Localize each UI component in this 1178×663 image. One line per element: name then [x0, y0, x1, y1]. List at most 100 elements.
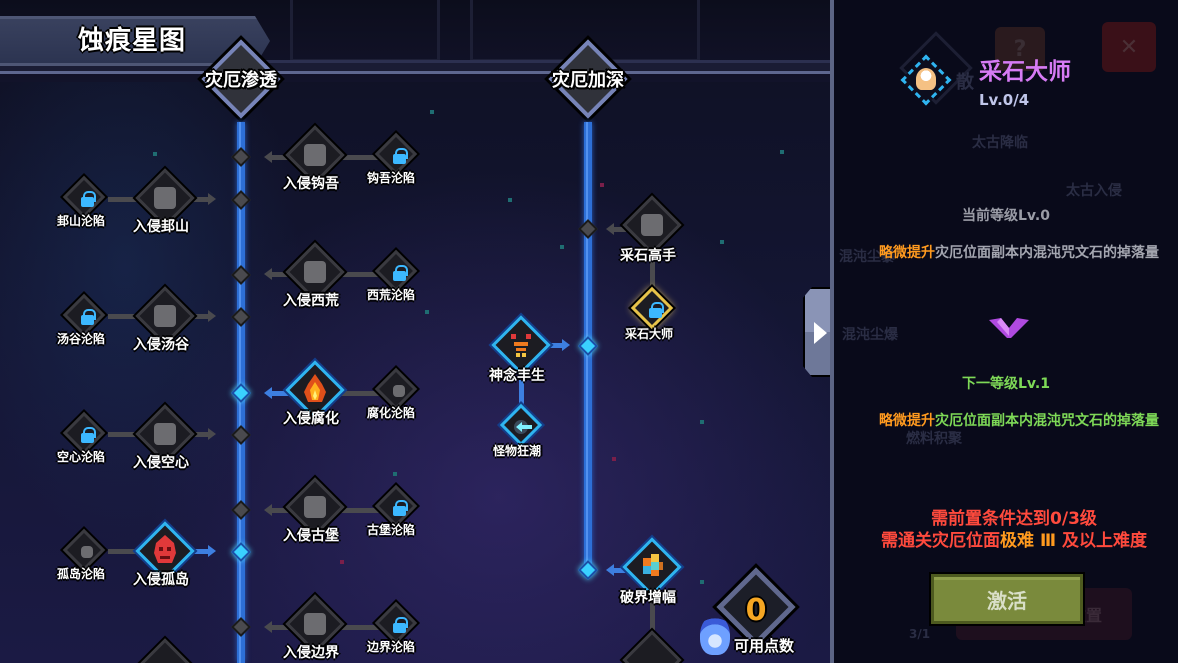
- difficulty-highlight: 极难 Ⅲ: [1000, 531, 1057, 551]
- connector-vertical: [650, 262, 655, 292]
- skill-node-invade-xihuang[interactable]: 入侵西荒: [283, 242, 345, 317]
- connector: [190, 197, 208, 202]
- next-effect: 略微提升灾厄位面副本内混沌咒文石的掉落量: [864, 412, 1174, 431]
- trap-node-guishan[interactable]: 邽山沦陷: [57, 175, 121, 234]
- node-label: 入侵孤岛: [133, 572, 189, 588]
- branch-label: 灾厄加深: [552, 70, 624, 91]
- node-label: 采石大师: [625, 327, 674, 341]
- skill-icon-gray: [154, 305, 176, 327]
- node-label: 入侵空心: [133, 455, 189, 471]
- node-label: 邽山沦陷: [57, 214, 106, 228]
- node-label: 神念丰生: [489, 368, 545, 384]
- effect-highlight: 略微提升: [879, 245, 935, 261]
- skill-level: Lv.0/4: [979, 91, 1030, 109]
- lock-icon: [645, 300, 665, 320]
- node-label: 入侵边界: [283, 645, 339, 661]
- skill-node-invade-guishan[interactable]: 入侵邽山: [133, 168, 195, 243]
- flame-icon: [302, 374, 328, 404]
- trap-node-hollow[interactable]: 空心沦陷: [57, 411, 121, 470]
- activate-button[interactable]: 激活: [931, 574, 1083, 624]
- trap-node-tanggu[interactable]: 汤谷沦陷: [57, 293, 121, 352]
- skill-icon-gray: [304, 144, 326, 166]
- ghost-label: 混沌尘爆: [842, 327, 898, 343]
- skill-node-quarry-expert[interactable]: 采石高手: [620, 195, 682, 270]
- tree-joint-active: [231, 542, 251, 562]
- node-frame: [135, 638, 195, 663]
- skill-node-invade-hollow[interactable]: 入侵空心: [133, 404, 195, 479]
- skill-icon-gray: [304, 261, 326, 283]
- effect-highlight: 略微提升: [879, 413, 935, 429]
- skill-icon-gray: [304, 496, 326, 518]
- node-label: 入侵腐化: [283, 411, 339, 427]
- requirement-text: 需通关灾厄位面: [881, 531, 1001, 551]
- node-label: 西荒沦陷: [367, 288, 416, 302]
- skill-node-monster-tide[interactable]: 怪物狂潮: [491, 403, 551, 462]
- ghost-label: 太古降临: [972, 135, 1028, 151]
- trap-node-island[interactable]: 孤岛沦陷: [57, 528, 121, 587]
- arrow-left-icon: [606, 223, 614, 235]
- lock-icon: [389, 498, 409, 518]
- effect-text: 灾厄位面副本内混沌咒文石的掉落量: [935, 245, 1159, 261]
- branch-header-deepening[interactable]: 灾厄加深: [543, 34, 633, 124]
- node-label: 怪物狂潮: [493, 444, 542, 458]
- current-level-label: 当前等级Lv.0: [962, 208, 1050, 224]
- help-button[interactable]: ?: [995, 27, 1045, 71]
- requirement-difficulty: 需通关灾厄位面极难 Ⅲ 及以上难度: [854, 530, 1174, 552]
- tree-joint: [231, 147, 251, 167]
- skill-icon-gray: [641, 214, 663, 236]
- trap-node-castle[interactable]: 古堡沦陷: [367, 484, 433, 543]
- node-label: 入侵汤谷: [133, 337, 189, 353]
- skill-node-invade-island[interactable]: 入侵孤岛: [133, 521, 195, 596]
- skill-icon-gray: [154, 423, 176, 445]
- skill-node-hidden[interactable]: [135, 638, 195, 663]
- skill-node-invade-castle[interactable]: 入侵古堡: [283, 477, 345, 552]
- collapse-panel-handle[interactable]: [803, 287, 833, 377]
- node-frame: [622, 630, 682, 663]
- skill-node-invade-corruption[interactable]: 入侵腐化: [283, 360, 345, 435]
- trap-node-corruption[interactable]: 腐化沦陷: [367, 367, 433, 426]
- close-button[interactable]: ✕: [1102, 22, 1156, 72]
- node-label: 采石高手: [620, 248, 676, 264]
- requirements: 需前置条件达到0/3级 需通关灾厄位面极难 Ⅲ 及以上难度: [854, 508, 1174, 552]
- skill-node-invade-gouwu[interactable]: 入侵钩吾: [283, 125, 345, 200]
- chevron-right-icon: [814, 322, 827, 344]
- node-label: 汤谷沦陷: [57, 332, 106, 346]
- red-skull-icon: [152, 535, 178, 565]
- node-label: 古堡沦陷: [367, 523, 416, 537]
- connector: [614, 227, 626, 232]
- selected-skill-icon: [900, 54, 952, 106]
- node-label: 钩吾沦陷: [367, 171, 416, 185]
- skill-node-quarry-master[interactable]: 采石大师: [622, 286, 682, 345]
- skill-icon-gray: [79, 544, 95, 560]
- connector: [190, 432, 208, 437]
- ghost-label: 太古入侵: [1066, 183, 1122, 199]
- skill-node-boundary-amplify[interactable]: 破界增幅: [620, 537, 682, 612]
- trap-node-xihuang[interactable]: 西荒沦陷: [367, 249, 433, 308]
- connector: [340, 155, 380, 160]
- node-label: 破界增幅: [620, 590, 676, 606]
- skill-node-invade-border[interactable]: 入侵边界: [283, 594, 345, 663]
- trap-node-gouwu[interactable]: 钩吾沦陷: [367, 132, 433, 191]
- branch-header-infiltration[interactable]: 灾厄渗透: [196, 34, 286, 124]
- trap-node-border[interactable]: 边界沦陷: [367, 601, 433, 660]
- connector: [272, 508, 292, 513]
- connector: [272, 155, 292, 160]
- connector-active: [190, 549, 208, 554]
- skill-node-hidden[interactable]: [622, 630, 682, 663]
- connector: [108, 549, 138, 554]
- skill-node-invade-tanggu[interactable]: 入侵汤谷: [133, 286, 195, 361]
- tree-joint-active: [578, 560, 598, 580]
- chevron-down-icon: [989, 318, 1029, 338]
- requirement-text: 及以上难度: [1056, 531, 1147, 551]
- tree-joint-active: [231, 383, 251, 403]
- connector: [340, 625, 380, 630]
- node-label: 孤岛沦陷: [57, 567, 106, 581]
- node-label: 入侵邽山: [133, 219, 189, 235]
- connector-active: [272, 391, 292, 396]
- connector: [340, 391, 380, 396]
- skill-node-divine-thought[interactable]: 神念丰生: [489, 315, 551, 390]
- crystal-icon: [639, 552, 665, 580]
- connector-vertical: [519, 380, 524, 408]
- arrow-right-icon: [562, 339, 570, 351]
- ghost-label: 混沌尘暴: [839, 249, 895, 265]
